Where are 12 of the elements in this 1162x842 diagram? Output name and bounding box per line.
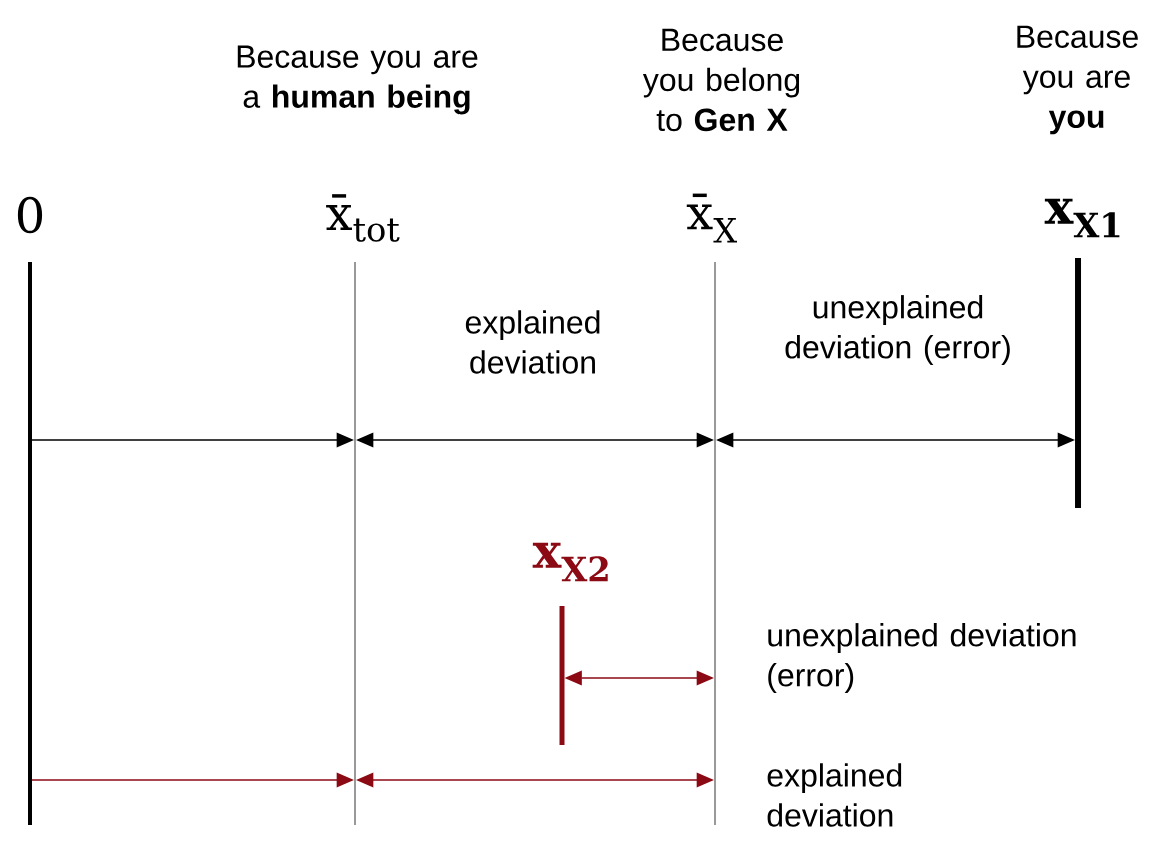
- edge-label: unexplained deviation (error): [768, 623, 1076, 693]
- symbol-label: x$_{X1}$: [1044, 198, 1120, 238]
- symbol-label: x̄$_{tot}$: [326, 194, 400, 242]
- edge-label: explained deviation: [767, 763, 902, 827]
- heading: Because you are you: [1017, 25, 1138, 135]
- symbol-label: x̄$_{X}$: [686, 193, 737, 243]
- symbol-label: x$_{X2}$: [532, 542, 608, 582]
- edge-label: explained deviation: [465, 310, 600, 374]
- heading: Because you belong to Gen X: [642, 28, 800, 132]
- edge-label: unexplained deviation (error): [785, 295, 1010, 365]
- symbol-label: 0: [17, 196, 43, 234]
- heading: Because you are a human being: [237, 45, 478, 115]
